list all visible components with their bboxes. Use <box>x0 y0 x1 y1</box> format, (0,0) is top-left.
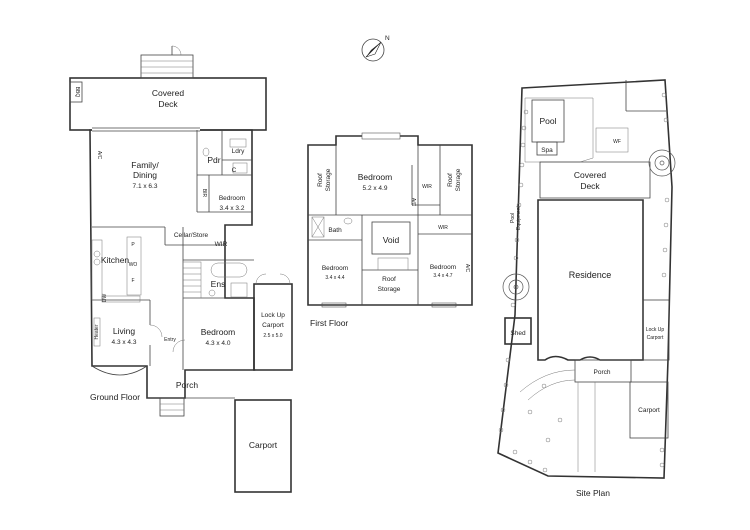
void <box>371 221 411 255</box>
first-floor-plan: Roof Storage Bedroom 5.2 x 4.9 WIR A/C R… <box>307 132 473 328</box>
ff-ac-label: A/C <box>410 198 416 207</box>
heater-label: Heater <box>94 324 100 339</box>
site-spa-label: Spa <box>541 147 553 154</box>
ff-roof-storage-bottom-label-1: Roof <box>382 276 396 283</box>
f-label: F <box>131 278 134 284</box>
cellar-label: Cellar/Store <box>174 232 209 239</box>
ens-label: Ens <box>211 279 226 289</box>
bathtub <box>210 262 248 278</box>
site-residence <box>537 199 644 361</box>
site-covered-deck-label-2: Deck <box>580 181 600 191</box>
family-label-1: Family/ <box>131 160 159 170</box>
pdr-label: Pdr <box>207 155 220 165</box>
north-arrow: N <box>361 35 390 62</box>
ground-floor-plan: BBQ Covered Deck <box>69 45 293 493</box>
ff-bedroom-left-dim: 3.4 x 4.4 <box>325 275 344 281</box>
living-label: Living <box>113 326 135 336</box>
family-dim: 7.1 x 6.3 <box>133 183 158 190</box>
kitchen-label: Kitchen <box>101 255 130 265</box>
site-residence-label: Residence <box>569 270 612 280</box>
covered-deck-label-1: Covered <box>152 88 184 98</box>
ac-label: A/C <box>96 151 102 160</box>
ldry-label: Ldry <box>232 148 245 155</box>
bbq-label: BBQ <box>74 87 80 98</box>
wir-label: WIR <box>215 241 228 248</box>
ff-bedroom-main-dim: 5.2 x 4.9 <box>363 185 388 192</box>
shrub-icons <box>498 92 670 473</box>
ff-roof-storage-bottom-label-2: Storage <box>378 286 401 293</box>
bir-label: BIR <box>201 189 207 198</box>
wo-label: WO <box>129 262 138 268</box>
site-plan: Pool Spa WF Covered Deck Pool Equipment … <box>497 79 676 498</box>
bedroom2-label: Bedroom <box>201 327 236 337</box>
north-label: N <box>385 35 390 42</box>
site-covered-deck-label-1: Covered <box>574 170 606 180</box>
site-pool-equipment-label-1: Pool <box>510 213 516 223</box>
first-floor-title: First Floor <box>310 318 348 328</box>
deck-stairs <box>140 54 194 79</box>
ff-roof-storage-right-label-2: Storage <box>455 168 462 191</box>
ff-roof-storage-left-label-1: Roof <box>317 173 324 187</box>
site-shed-label: Shed <box>510 330 526 337</box>
bbq <box>69 81 83 103</box>
site-boundary <box>497 79 673 479</box>
carport <box>234 399 292 493</box>
ff-wir1-label: WIR <box>422 184 432 190</box>
site-covered-deck <box>539 161 651 199</box>
entry-label: Entry <box>164 337 176 343</box>
carport-label: Carport <box>249 440 278 450</box>
lockup-label-2: Carport <box>262 322 284 329</box>
ff-roof-storage-right-label-1: Roof <box>447 173 454 187</box>
site-porch-label: Porch <box>594 369 611 376</box>
c-label: C <box>232 167 237 174</box>
site-shed <box>504 317 532 345</box>
site-pool-label: Pool <box>539 116 556 126</box>
dw-label: DW <box>102 294 108 303</box>
tree-icon <box>648 149 676 177</box>
site-lockup-label-1: Lock Up <box>646 327 665 333</box>
ground-floor-title: Ground Floor <box>90 392 140 402</box>
site-pool-equipment-label-2: Equipment <box>516 205 522 230</box>
family-label-2: Dining <box>133 170 157 180</box>
ff-bedroom-main-label: Bedroom <box>358 172 393 182</box>
ff-ac2-label: A/C <box>464 264 470 273</box>
site-wf-label: WF <box>613 139 621 145</box>
lockup-dim: 2.5 x 5.0 <box>263 333 282 339</box>
bedroom-dim: 3.4 x 3.2 <box>220 205 245 212</box>
ff-bath-label: Bath <box>328 227 342 234</box>
site-carport <box>629 381 669 439</box>
ff-bedroom-right-label: Bedroom <box>430 264 456 271</box>
ff-void-label: Void <box>383 235 400 245</box>
covered-deck-label-2: Deck <box>158 99 178 109</box>
p-label: P <box>131 242 135 248</box>
lockup-label-1: Lock Up <box>261 312 285 319</box>
ff-wir2-label: WIR <box>438 225 448 231</box>
ff-roof-storage-left-label-2: Storage <box>325 168 332 191</box>
tree-icon <box>502 273 530 301</box>
bedroom-label: Bedroom <box>219 195 245 202</box>
site-lockup-label-2: Carport <box>647 335 664 341</box>
ff-bedroom-right-dim: 3.4 x 4.7 <box>433 273 452 279</box>
site-plan-title: Site Plan <box>576 488 610 498</box>
porch-label: Porch <box>176 380 198 390</box>
site-carport-label: Carport <box>638 407 660 414</box>
bedroom2-dim: 4.3 x 4.0 <box>206 340 231 347</box>
ff-bedroom-left-label: Bedroom <box>322 265 348 272</box>
spa <box>536 141 558 156</box>
living-dim: 4.3 x 4.3 <box>112 339 137 346</box>
